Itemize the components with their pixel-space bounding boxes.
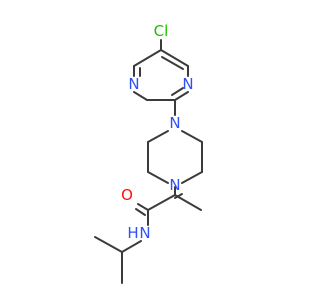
bonds: [94, 39, 203, 284]
bond-co-2: [135, 208, 146, 216]
bond-pip-4: [147, 171, 169, 184]
bond-pip-1: [181, 130, 203, 143]
bond-pyr-1-inner: [161, 56, 184, 70]
bond-pip-3: [181, 171, 203, 184]
bond-pyr-3-inner: [171, 87, 184, 96]
molecule-canvas: Cl N N N N O N H: [94, 22, 203, 284]
bond-pyr-3: [174, 91, 189, 101]
bond-n-ipr: [121, 240, 142, 253]
bond-pyr-6: [133, 91, 148, 101]
bond-ipr-me1: [94, 236, 123, 253]
pyrimidine-nitrogen-left: N: [128, 75, 139, 93]
amide-nitrogen-label: N: [139, 224, 150, 242]
amide-hydrogen-label: H: [127, 224, 138, 242]
pyrimidine-nitrogen-right: N: [182, 75, 193, 93]
bond-ch-methyl: [174, 194, 202, 211]
piperazine-nitrogen-top: N: [169, 114, 180, 132]
bond-pyr-4: [133, 49, 162, 67]
atom-labels: Cl N N N N O N H: [121, 22, 194, 242]
bond-co-1: [137, 203, 149, 211]
carbonyl-oxygen-label: O: [121, 186, 133, 204]
bond-pyr-1: [160, 49, 189, 67]
piperazine-nitrogen-bottom: N: [169, 176, 180, 194]
bond-ch-co: [147, 194, 176, 211]
chlorine-label: Cl: [154, 22, 169, 40]
molecule-structure: Cl N N N N O N H: [94, 22, 203, 284]
bond-pip-6: [147, 130, 169, 143]
